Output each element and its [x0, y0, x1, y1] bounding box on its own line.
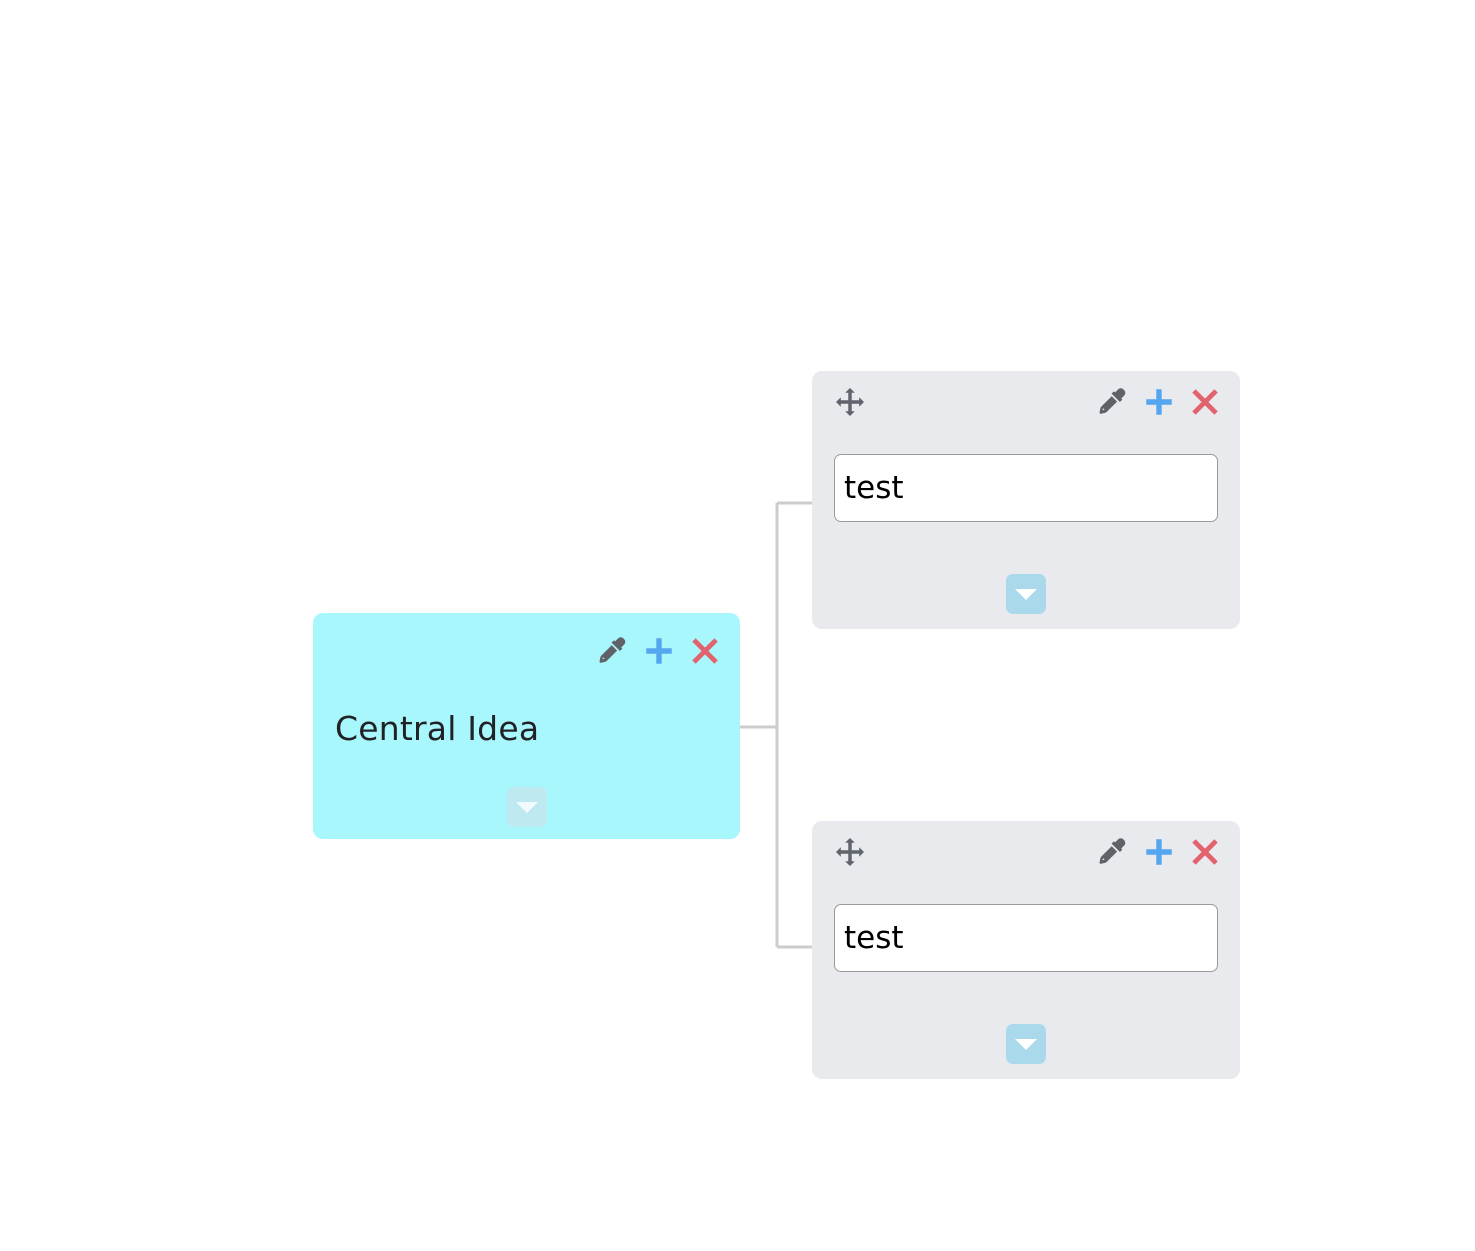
chevron-down-icon[interactable] [506, 787, 547, 827]
node-child-1-text-input[interactable] [834, 454, 1218, 522]
plus-icon[interactable] [1142, 385, 1176, 419]
plus-icon[interactable] [642, 634, 676, 668]
node-root-header [313, 613, 740, 689]
chevron-triangle [1015, 588, 1037, 600]
chevron-down-icon[interactable] [1006, 574, 1046, 614]
node-root-actions [596, 634, 722, 668]
move-icon[interactable] [834, 836, 866, 868]
node-child-2-text-input[interactable] [834, 904, 1218, 972]
node-child-2-header [812, 821, 1240, 883]
eyedropper-icon[interactable] [1096, 385, 1130, 419]
node-child-1-actions [1096, 385, 1222, 419]
chevron-triangle [515, 801, 538, 813]
close-icon[interactable] [1188, 385, 1222, 419]
chevron-down-icon[interactable] [1006, 1024, 1046, 1064]
eyedropper-icon[interactable] [1096, 835, 1130, 869]
node-root-label: Central Idea [335, 709, 540, 748]
close-icon[interactable] [1188, 835, 1222, 869]
node-child-2-actions [1096, 835, 1222, 869]
node-root[interactable]: Central Idea [313, 613, 740, 839]
node-child-1[interactable] [812, 371, 1240, 629]
plus-icon[interactable] [1142, 835, 1176, 869]
close-icon[interactable] [688, 634, 722, 668]
chevron-triangle [1015, 1038, 1037, 1050]
node-child-2[interactable] [812, 821, 1240, 1079]
node-child-1-header [812, 371, 1240, 433]
move-icon[interactable] [834, 386, 866, 418]
eyedropper-icon[interactable] [596, 634, 630, 668]
